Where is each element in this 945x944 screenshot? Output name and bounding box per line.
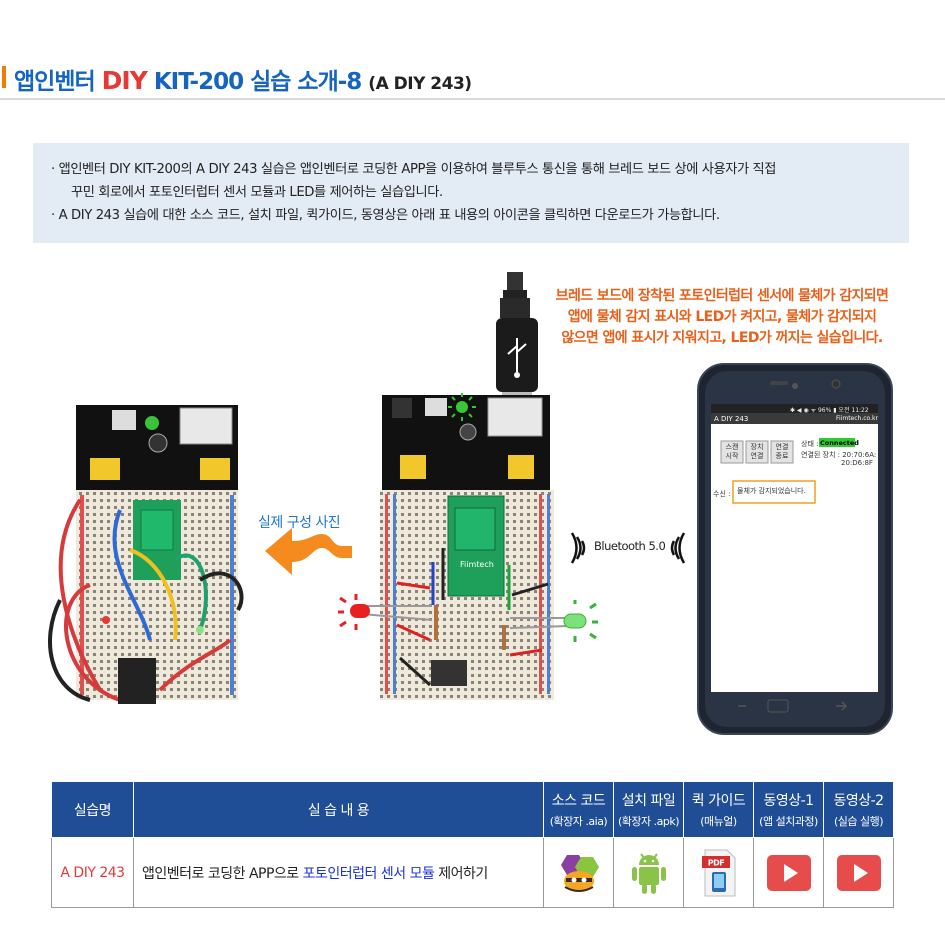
header-install-title: 설치 파일 [621, 793, 676, 809]
title-prefix: 앱인벤터 [14, 69, 102, 95]
source-code-cell [543, 837, 614, 908]
play-video-icon[interactable] [766, 854, 812, 892]
phone-status-bar: ✱ ◀ ◉ ᯤ 96% ▮ 오전 11:22 [790, 407, 869, 414]
header-video2-sub: (실습 실행) [833, 815, 884, 828]
info-box: · 앱인벤터 DIY KIT-200의 A DIY 243 실습은 앱인벤터로 … [33, 143, 909, 243]
bluetooth-wave-icon [570, 532, 686, 564]
header-video2: 동영상-2 (실습 실행) [823, 781, 894, 838]
page-header: 앱인벤터 DIY KIT-200 실습 소개-8 (A DIY 243) [0, 58, 945, 100]
table-row: A DIY 243 앱인벤터로 코딩한 APP으로 포토인터럽터 센서 모듈 제… [51, 837, 894, 908]
scan-label-2: 시작 [725, 452, 739, 460]
header-guide-title: 퀵 가이드 [691, 793, 746, 809]
header-name: 실습명 [51, 781, 134, 838]
pdf-icon[interactable]: PDF [699, 848, 739, 898]
title-main: KIT-200 실습 소개-8 [146, 69, 369, 95]
title-sub: (A DIY 243) [368, 74, 472, 94]
row-name: A DIY 243 [51, 837, 134, 908]
header-video1-sub: (앱 설치과정) [759, 815, 818, 828]
header-video1-title: 동영상-1 [763, 793, 814, 809]
real-photo-breadboard [48, 405, 244, 704]
real-photo-label: 실제 구성 사진 [258, 515, 341, 531]
header-source-title: 소스 코드 [551, 793, 606, 809]
scan-label-1: 스캔 [725, 443, 739, 451]
disconnect-label-2: 종료 [775, 452, 789, 460]
connect-label-2: 연결 [750, 452, 764, 460]
connected-device-value: 20:D6:8F [841, 459, 873, 467]
receive-label: 수신 : [713, 490, 731, 498]
content-post: 제어하기 [434, 865, 488, 882]
module-brand-label: Fiimtech [460, 560, 494, 569]
connected-device-label: 연결된 장치 : 20:70:6A: [801, 451, 877, 459]
content-pre: 앱인벤터로 코딩한 APP으로 [142, 865, 303, 882]
app-inventor-icon[interactable] [553, 851, 605, 895]
connect-label-1: 장치 [750, 443, 764, 451]
quick-guide-cell: PDF [683, 837, 754, 908]
phone-app-brand: Fiimtech.co.kr [836, 415, 878, 422]
green-led-icon [563, 600, 598, 642]
header-guide-sub: (매뉴얼) [700, 815, 737, 828]
orange-wavy-arrow [265, 528, 352, 575]
install-file-cell [613, 837, 684, 908]
header-content: 실 습 내 용 [133, 781, 544, 838]
experiment-caption: 브레드 보드에 장착된 포토인터럽터 센서에 물체가 감지되면 앱에 물체 감지… [520, 286, 924, 349]
content-highlight: 포토인터럽터 센서 모듈 [302, 865, 435, 882]
caption-line-3: 않으면 앱에 표시가 지워지고, LED가 꺼지는 실습입니다. [561, 330, 883, 346]
usb-cable-icon [496, 272, 538, 406]
power-led-icon [448, 393, 476, 421]
bluetooth-label: Bluetooth 5.0 [594, 539, 666, 553]
header-install-sub: (확장자 .apk) [617, 815, 680, 828]
phone-app-title: A DIY 243 [714, 415, 749, 423]
title-diy: DIY [101, 66, 148, 95]
video2-cell [823, 837, 894, 908]
smartphone [697, 363, 893, 735]
caption-line-2: 앱에 물체 감지 표시와 LED가 켜지고, 물체가 감지되지 [567, 309, 877, 325]
state-value: Connected [820, 439, 859, 447]
diagram-breadboard: Fiimtech [361, 393, 569, 700]
info-line-3: · A DIY 243 실습에 대한 소스 코드, 설치 파일, 퀵가이드, 동… [51, 208, 720, 223]
header-guide: 퀵 가이드 (매뉴얼) [683, 781, 754, 838]
download-table: 실습명 실 습 내 용 소스 코드 (확장자 .aia) 설치 파일 (확장자 .a… [51, 781, 894, 908]
video1-cell [753, 837, 824, 908]
play-video-icon[interactable] [836, 854, 882, 892]
header-video1: 동영상-1 (앱 설치과정) [753, 781, 824, 838]
page-title: 앱인벤터 DIY KIT-200 실습 소개-8 (A DIY 243) [14, 62, 472, 96]
title-accent-bar [2, 66, 6, 88]
red-led-icon [338, 594, 370, 630]
header-video2-title: 동영상-2 [833, 793, 884, 809]
info-line-2: 꾸민 회로에서 포토인터럽터 센서 모듈과 LED를 제어하는 실습입니다. [71, 185, 443, 200]
illustration: Fiimtech [48, 272, 893, 735]
row-content: 앱인벤터로 코딩한 APP으로 포토인터럽터 센서 모듈 제어하기 [133, 837, 544, 908]
android-icon[interactable] [627, 849, 671, 897]
table-header-row: 실습명 실 습 내 용 소스 코드 (확장자 .aia) 설치 파일 (확장자 .a… [51, 781, 894, 838]
header-source-sub: (확장자 .aia) [549, 815, 608, 828]
pdf-icon-label: PDF [707, 858, 724, 867]
header-install: 설치 파일 (확장자 .apk) [613, 781, 684, 838]
caption-line-1: 브레드 보드에 장착된 포토인터럽터 센서에 물체가 감지되면 [555, 288, 889, 304]
header-source: 소스 코드 (확장자 .aia) [543, 781, 614, 838]
disconnect-label-1: 연결 [775, 443, 789, 451]
receive-value: 물체가 감지되었습니다. [737, 487, 806, 495]
info-line-1: · 앱인벤터 DIY KIT-200의 A DIY 243 실습은 앱인벤터로 … [51, 162, 776, 177]
state-label: 상태 : [801, 440, 819, 448]
